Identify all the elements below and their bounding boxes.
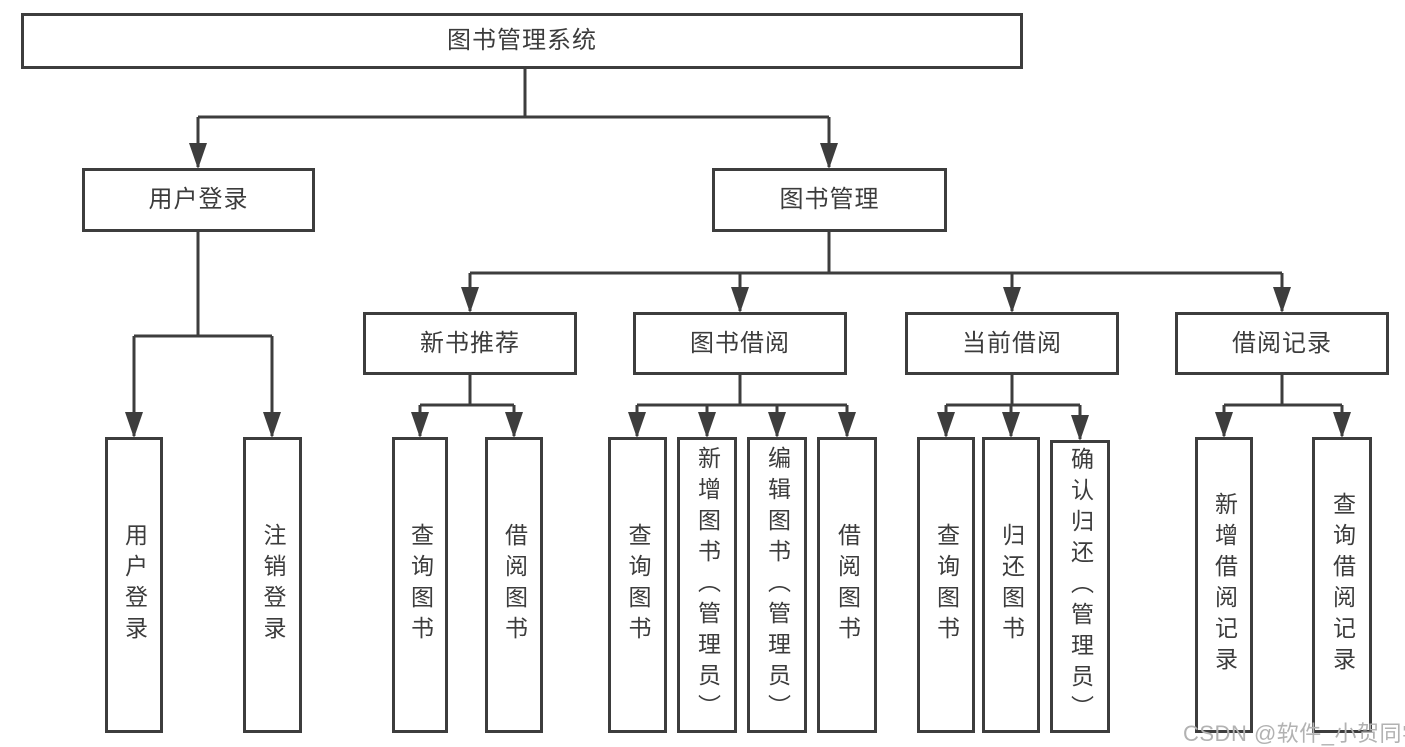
leaf-borrow-books: 借阅图书 (817, 437, 877, 733)
leaf-logout: 注销登录 (243, 437, 302, 733)
node-current-borrow: 当前借阅 (905, 312, 1119, 375)
leaf-query-borrow-record: 查询借阅记录 (1312, 437, 1372, 733)
leaf-user-login: 用户登录 (105, 437, 163, 733)
node-book-management: 图书管理 (712, 168, 947, 232)
leaf-query-books-current: 查询图书 (917, 437, 975, 733)
node-user-login: 用户登录 (82, 168, 315, 232)
leaf-query-books-recommend: 查询图书 (392, 437, 448, 733)
leaf-confirm-return-admin: 确认归还（管理员） (1050, 440, 1110, 733)
leaf-add-books-admin: 新增图书（管理员） (677, 437, 737, 733)
leaf-add-borrow-record: 新增借阅记录 (1195, 437, 1253, 733)
leaf-edit-books-admin: 编辑图书（管理员） (747, 437, 807, 733)
leaf-return-books: 归还图书 (982, 437, 1040, 733)
leaf-borrow-books-recommend: 借阅图书 (485, 437, 543, 733)
csdn-watermark: CSDN @软件_小贺同学 (1183, 721, 1405, 746)
node-borrow-records: 借阅记录 (1175, 312, 1389, 375)
node-root: 图书管理系统 (21, 13, 1023, 69)
node-new-book-recommend: 新书推荐 (363, 312, 577, 375)
leaf-query-books-borrow: 查询图书 (608, 437, 667, 733)
node-book-borrow: 图书借阅 (633, 312, 847, 375)
